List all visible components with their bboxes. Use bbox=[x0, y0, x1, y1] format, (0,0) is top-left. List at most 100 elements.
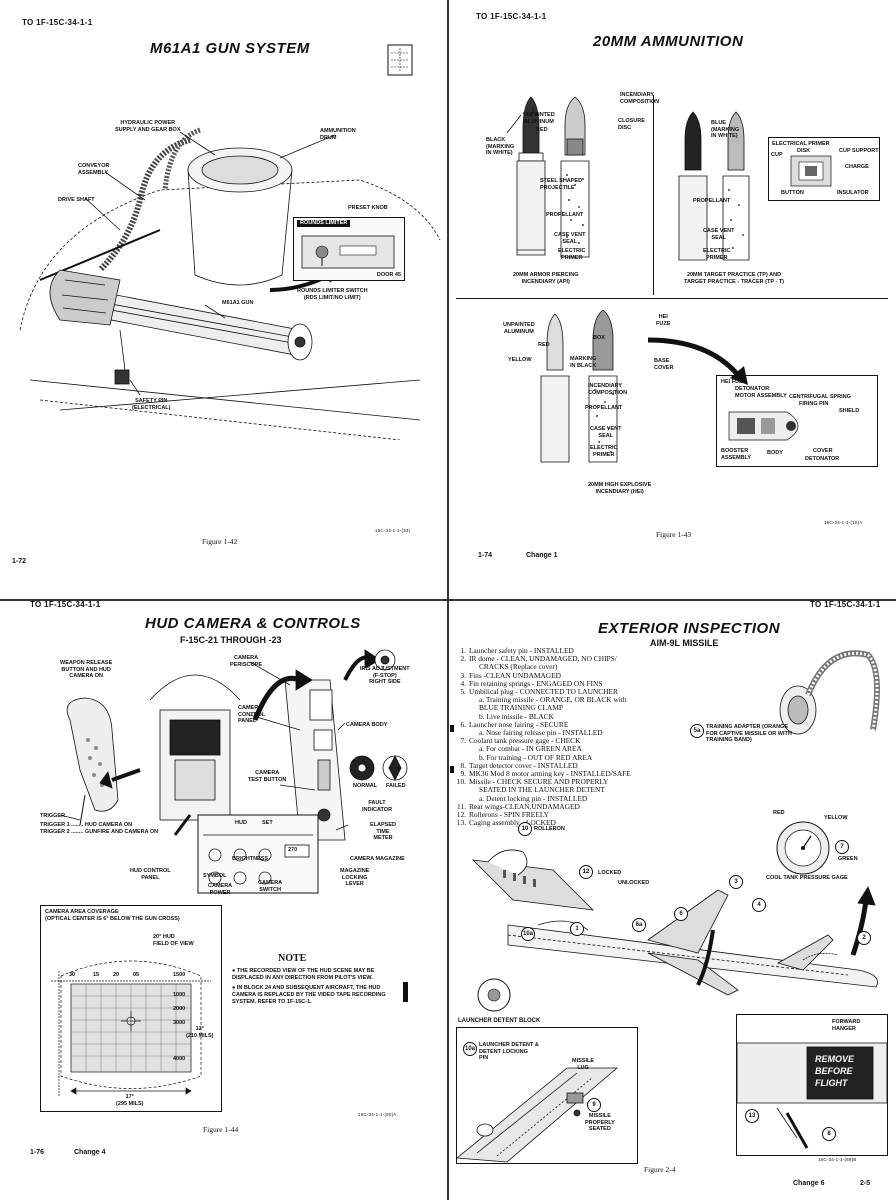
checklist-item-text: Rear wings-CLEAN,UNDAMAGED bbox=[469, 801, 580, 811]
aircraft-locator-icon bbox=[387, 44, 413, 76]
checklist-item: 8.Target detector cover - INSTALLED bbox=[452, 760, 631, 770]
unpainted-aluminum-hei-label: UNPAINTED ALUMINUM bbox=[503, 322, 535, 335]
page-title: HUD CAMERA & CONTROLS bbox=[145, 615, 361, 632]
horizontal-coverage-label: 17° (295 MILS) bbox=[116, 1094, 144, 1107]
callout-8: 8 bbox=[822, 1127, 836, 1141]
panel-brightness-label: BRIGHTNESS bbox=[232, 856, 269, 862]
checklist-item: 1.Launcher safety pin - INSTALLED bbox=[452, 646, 631, 655]
page-header: TO 1F-15C-34-1-1 bbox=[22, 18, 93, 27]
door-label: DOOR 45 bbox=[376, 271, 401, 278]
hydraulic-label: HYDRAULIC POWER SUPPLY AND GEAR BOX bbox=[115, 120, 181, 133]
unlocked-label: UNLOCKED bbox=[618, 880, 650, 886]
checklist-item-text: b. For training - OUT OF RED AREA bbox=[479, 752, 593, 762]
rounds-limiter-panel bbox=[301, 235, 395, 269]
missile-on-launcher-drawing bbox=[507, 886, 878, 996]
gage-green-label: GREEN bbox=[838, 856, 858, 862]
scale-top-1: 15 bbox=[93, 972, 100, 978]
callout-7: 7 bbox=[835, 840, 849, 854]
detonator-label: DETONATOR bbox=[805, 456, 840, 462]
disk-label: DISK bbox=[797, 148, 811, 154]
change-bar bbox=[403, 982, 408, 1002]
checklist-item: BLUE TRAINING CLAMP bbox=[452, 704, 631, 712]
incendiary-label: INCENDIARY COMPOSITION bbox=[620, 92, 660, 105]
case-vent-hei-label: CASE VENT SEAL bbox=[590, 426, 622, 439]
checklist-item-text: Fin retaining springs - ENGAGED ON FINS bbox=[469, 678, 603, 688]
checklist-item: 12.Rollerons - SPIN FREELY bbox=[452, 810, 631, 820]
properly-seated-label: MISSILE PROPERLY SEATED bbox=[585, 1113, 615, 1132]
callout-10a-detail: 10a bbox=[463, 1042, 477, 1056]
coverage-title: CAMERA AREA COVERAGE bbox=[45, 909, 119, 915]
hud-fov-label: 20° HUD FIELD OF VIEW bbox=[153, 934, 194, 947]
rolleron-drawing bbox=[471, 849, 595, 911]
cover-label: COVER bbox=[813, 448, 833, 454]
coverage-subtitle: (OPTICAL CENTER IS 6° BELOW THE GUN CROS… bbox=[45, 916, 180, 922]
change-bar bbox=[450, 766, 454, 773]
checklist-item-text: SEATED IN THE LAUNCHER DETENT bbox=[479, 785, 605, 795]
scale-top-3: 05 bbox=[133, 972, 140, 978]
page-title: M61A1 GUN SYSTEM bbox=[150, 40, 310, 57]
hud-control-panel-label: HUD CONTROL PANEL bbox=[130, 868, 171, 881]
checklist-item-number: 8. bbox=[460, 760, 466, 770]
body-label: BODY bbox=[767, 450, 783, 456]
trigger-2-label: TRIGGER 2 ........ GUNFIRE AND CAMERA ON bbox=[40, 829, 159, 835]
vertical-coverage-label: 12° (210 MILS) bbox=[186, 1026, 214, 1039]
tag-line-1: REMOVE bbox=[815, 1054, 855, 1064]
note-heading: NOTE bbox=[278, 953, 307, 964]
figure-caption: Figure 1-44 bbox=[203, 1125, 239, 1134]
callout-5a: 5a bbox=[690, 724, 704, 738]
checklist-item: 7.Coolant tank pressure gage - CHECK bbox=[452, 737, 631, 745]
cup-label: CUP bbox=[771, 152, 783, 158]
checklist-item-number: 3. bbox=[460, 670, 466, 680]
page-header: TO 1F-15C-34-1-1 bbox=[810, 600, 881, 609]
checklist-item-number: 4. bbox=[460, 678, 466, 688]
checklist-item-text: Fins -CLEAN UNDAMAGED bbox=[469, 670, 561, 680]
scale-top-4: 1500 bbox=[173, 972, 186, 978]
callout-1: 1 bbox=[570, 922, 584, 936]
normal-label: NORMAL bbox=[353, 783, 378, 789]
checklist-item-number: 12. bbox=[456, 810, 466, 820]
insulator-label: INSULATOR bbox=[837, 190, 869, 196]
scale-right-3: 4000 bbox=[173, 1056, 186, 1062]
checklist-item: SEATED IN THE LAUNCHER DETENT bbox=[452, 786, 631, 794]
cool-tank-gage-label: COOL TANK PRESSURE GAGE bbox=[766, 875, 848, 881]
shield-label: SHIELD bbox=[839, 408, 860, 414]
checklist-item: 6.Launcher nose fairing - SECURE bbox=[452, 720, 631, 729]
page-number: 1-74 bbox=[478, 552, 493, 559]
launcher-detent-inset: 10a LAUNCHER DETENT & DETENT LOCKING PIN… bbox=[456, 1027, 638, 1164]
checklist-item: 13.Caging assembly - LOCKED bbox=[452, 819, 631, 827]
iris-adjustment-label: IRIS ADJUSTMENT (F-STOP) RIGHT SIDE bbox=[360, 666, 410, 685]
page-20mm-ammunition: TO 1F-15C-34-1-1 20MM AMMUNITION bbox=[448, 0, 896, 600]
electrical-primer-inset: ELECTRICAL PRIMER CUP DISK CUP SUPPORT C… bbox=[768, 137, 880, 201]
divider bbox=[456, 298, 888, 299]
panel-hud-label: HUD bbox=[235, 820, 247, 826]
callout-6a: 6a bbox=[632, 918, 646, 932]
camera-test-button-label: CAMERA TEST BUTTON bbox=[248, 770, 287, 783]
primer-cross-section bbox=[790, 155, 832, 187]
callout-6: 6 bbox=[674, 907, 688, 921]
drive-shaft-label: DRIVE SHAFT bbox=[58, 197, 95, 203]
closure-disc-label: CLOSURE DISC bbox=[618, 118, 645, 131]
propellant-hei-label: PROPELLANT bbox=[585, 405, 623, 411]
page-hud-camera-controls: TO 1F-15C-34-1-1 HUD CAMERA & CONTROLS F… bbox=[0, 600, 448, 1200]
checklist-item-number: 9. bbox=[460, 769, 466, 779]
panel-symbol-label: SYMBOL bbox=[203, 873, 227, 879]
forward-hanger-inset: FORWARD HANGER REMOVE BEFORE FLIGHT 13 8 bbox=[736, 1014, 888, 1156]
arming-key-icon bbox=[477, 978, 511, 1012]
launcher-detent-block-label: LAUNCHER DETENT BLOCK bbox=[458, 1018, 541, 1024]
conveyor-label: CONVEYOR ASSEMBLY bbox=[78, 163, 110, 176]
checklist-item-number: 2. bbox=[460, 654, 466, 664]
camera-coverage-box: CAMERA AREA COVERAGE (OPTICAL CENTER IS … bbox=[40, 905, 222, 1112]
training-adapter-drawing bbox=[779, 650, 880, 735]
checklist-item: 9.MK36 Mod 8 motor arming key - INSTALLE… bbox=[452, 769, 630, 779]
black-marking-label: BLACK (MARKING IN WHITE) bbox=[486, 137, 515, 156]
gun-system-illustration bbox=[19, 127, 441, 440]
figure-code: 15C-34-1-1-(10)A bbox=[824, 520, 863, 525]
hei-fuze-box-label: HEI FUZE bbox=[721, 379, 747, 385]
checklist-item-text: Target detector cover - INSTALLED bbox=[469, 760, 578, 770]
camera-periscope-label: CAMERA PERISCOPE bbox=[230, 655, 263, 668]
marking-black-label: MARKING IN BLACK bbox=[570, 356, 597, 369]
coverage-diagram bbox=[51, 960, 211, 1096]
api-round-drawing bbox=[506, 96, 590, 258]
scale-top-2: 20 bbox=[113, 972, 120, 978]
hei-fuze-inset: HEI FUZE DETONATOR MOTOR ASSEMBLY CENTRI… bbox=[716, 375, 878, 467]
